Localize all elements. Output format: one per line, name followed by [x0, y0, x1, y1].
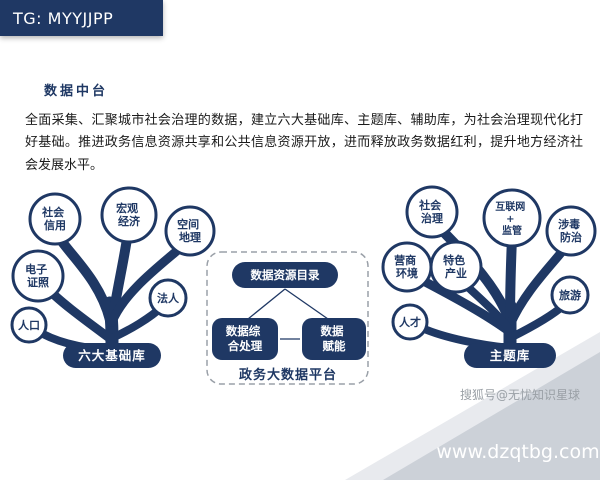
base-db-node-population: 人口 — [10, 306, 48, 344]
node-circle — [429, 240, 483, 294]
platform-title: 政务大数据平台 — [239, 367, 337, 383]
tg-banner-text: TG: MYYJJPP — [13, 8, 114, 28]
theme-db-node-talent: 人才 — [391, 303, 429, 341]
node-label: 社会 治理 — [418, 198, 445, 225]
catalog-box-label: 数据资源目录 — [251, 268, 320, 282]
node-circle — [482, 188, 542, 248]
node-label: 法人 — [157, 291, 180, 305]
empower-box-label: 数据 赋能 — [320, 324, 347, 353]
watermark-author: 搜狐号@无忧知识星球 — [460, 387, 580, 402]
base-db-label: 六大基础库 — [78, 348, 146, 363]
theme-db-trunk: 主题库 — [464, 343, 556, 368]
node-circle — [391, 303, 429, 341]
watermark-url: www.dzqtbg.com — [436, 441, 599, 463]
connector-line — [284, 288, 329, 320]
connector-line — [247, 288, 286, 320]
node-circle — [148, 278, 188, 318]
node-label: 电子 证照 — [25, 262, 51, 289]
node-circle — [10, 306, 48, 344]
node-label: 涉毒 防治 — [558, 217, 584, 244]
node-label: 互联网 + 监管 — [495, 200, 528, 237]
trunk-box — [63, 343, 161, 368]
base-db-node-macro-economy: 宏观 经济 — [100, 186, 158, 244]
node-circle — [550, 275, 590, 315]
catalog-box — [232, 262, 338, 288]
theme-db-node-drug-prevention: 涉毒 防治 — [545, 205, 597, 257]
node-label: 空间 地理 — [177, 217, 203, 244]
theme-db-node-tourism: 旅游 — [550, 275, 590, 315]
base-db-node-social-credit: 社会 信用 — [28, 192, 82, 246]
node-circle — [28, 192, 82, 246]
branch — [505, 233, 517, 327]
page-title: 数据中台 — [44, 84, 109, 99]
node-circle — [545, 205, 597, 257]
node-label: 特色 产业 — [443, 253, 469, 280]
ribbon-main-band — [383, 352, 600, 480]
base-db-node-spatial-geo: 空间 地理 — [164, 205, 216, 257]
node-circle — [100, 186, 158, 244]
base-db-node-e-license: 电子 证照 — [11, 249, 65, 303]
node-circle — [405, 185, 459, 239]
node-circle — [11, 249, 65, 303]
watermark-ribbon: 搜狐号@无忧知识星球 www.dzqtbg.com — [345, 332, 600, 480]
base-db-trunk: 六大基础库 — [63, 343, 161, 368]
node-label: 旅游 — [559, 288, 581, 302]
node-label: 人才 — [399, 315, 421, 329]
trunk-box — [464, 343, 556, 368]
gov-bigdata-platform: 数据资源目录 数据综 合处理 数据 赋能 政务大数据平台 — [206, 251, 369, 385]
empower-box — [302, 318, 366, 360]
node-circle — [164, 205, 216, 257]
theme-db-node-business-environment: 营商 环境 — [381, 241, 433, 293]
theme-db-node-special-industry: 特色 产业 — [429, 240, 483, 294]
theme-db-label: 主题库 — [490, 348, 531, 363]
intro-paragraph: 全面采集、汇聚城市社会治理的数据，建立六大基础库、主题库、辅助库，为社会治理现代… — [25, 113, 583, 173]
node-label: 宏观 经济 — [116, 201, 142, 228]
process-box-label: 数据综 合处理 — [226, 324, 265, 353]
process-box — [212, 318, 278, 360]
node-label: 社会 信用 — [41, 205, 68, 232]
tg-banner: TG: MYYJJPP — [0, 0, 163, 36]
theme-db-node-social-governance: 社会 治理 — [405, 185, 459, 239]
node-label: 营商 环境 — [394, 253, 420, 280]
node-label: 人口 — [18, 318, 40, 332]
base-db-node-legal-person: 法人 — [148, 278, 188, 318]
theme-db-node-internet-supervision: 互联网 + 监管 — [482, 188, 542, 248]
